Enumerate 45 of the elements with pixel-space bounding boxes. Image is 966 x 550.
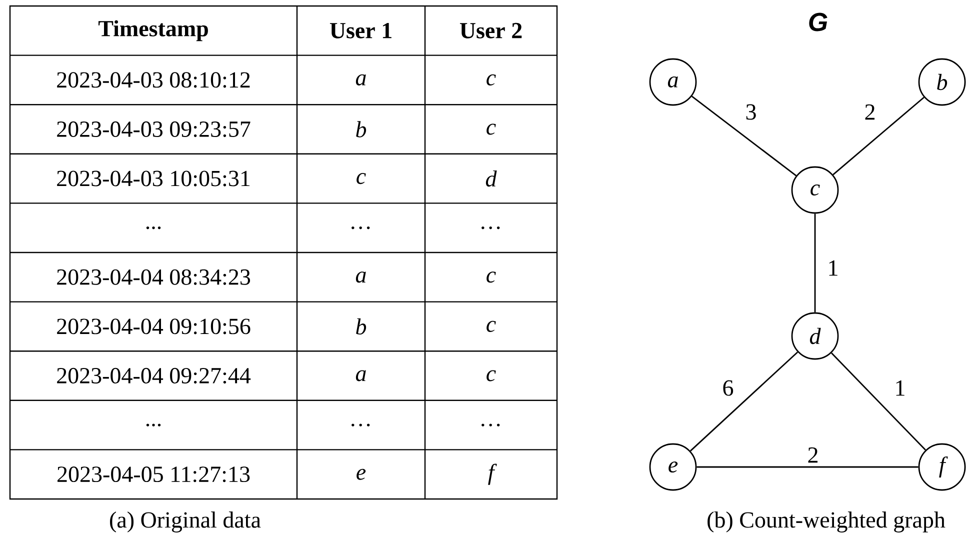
table-cell: 2023-04-03 10:05:31	[57, 170, 250, 186]
graph-title: G	[809, 12, 828, 32]
table-cell: a	[356, 272, 366, 283]
table-cell: c	[486, 272, 496, 283]
edge-label: 1	[893, 379, 907, 397]
table-cell: e	[356, 468, 366, 480]
edge	[691, 96, 797, 176]
table-cell: a	[356, 370, 366, 382]
table-cell: 2023-04-05 11:27:13	[58, 466, 250, 482]
table-cell: 2023-04-04 09:10:56	[57, 318, 250, 334]
column-header: Timestamp	[98, 20, 208, 42]
edge	[832, 96, 924, 176]
table-cell: 2023-04-04 09:27:44	[57, 368, 251, 384]
edge-label: 6	[721, 379, 735, 397]
column-header: User 2	[460, 22, 522, 38]
edge-label: 1	[826, 259, 840, 277]
table-cell: …	[482, 424, 500, 426]
edge-label: 2	[863, 103, 877, 121]
table-cell: …	[352, 226, 370, 230]
table-cell: 2023-04-03 09:23:57	[57, 121, 250, 138]
edge	[831, 352, 926, 450]
table-cell: f	[488, 464, 497, 485]
edge	[690, 352, 798, 452]
caption: (a) Original data	[110, 512, 261, 532]
table-cell: b	[356, 318, 366, 335]
table-cell: ...	[146, 226, 161, 230]
table-cell: c	[486, 124, 496, 135]
table-cell: …	[352, 424, 370, 426]
column-header: User 1	[330, 22, 392, 38]
table-cell: …	[482, 226, 500, 230]
table-cell: d	[486, 170, 497, 187]
edge-label: 3	[744, 103, 758, 121]
table-cell: a	[356, 74, 366, 86]
table-cell: ...	[146, 424, 161, 426]
edge	[696, 466, 918, 468]
caption: (b) Count-weighted graph	[708, 512, 946, 532]
table-cell: c	[486, 320, 496, 332]
table-cell: c	[486, 370, 496, 382]
edge-label: 2	[806, 446, 820, 464]
table-cell: c	[486, 74, 496, 86]
table-cell: b	[356, 121, 366, 138]
table-cell: c	[356, 173, 366, 184]
edge	[814, 214, 816, 312]
table-cell: 2023-04-03 08:10:12	[57, 72, 250, 88]
table-cell: 2023-04-04 08:34:23	[57, 269, 250, 285]
